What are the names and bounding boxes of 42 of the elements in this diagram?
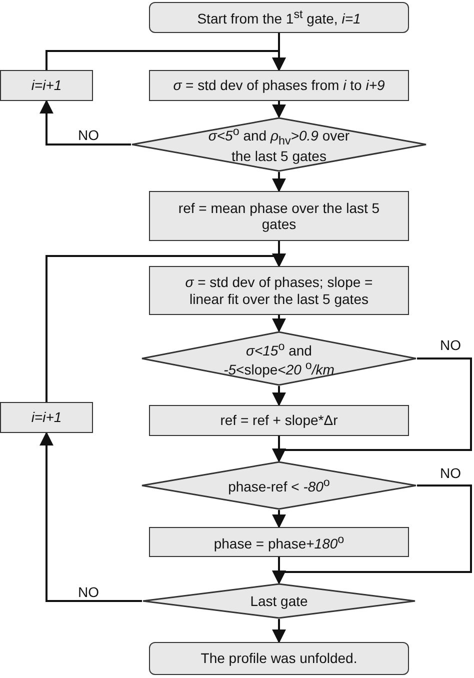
node-text: i=i+1: [30, 409, 63, 426]
node-text: σ = std dev of phases from i to i+9: [172, 77, 386, 94]
node-text: σ = std dev of phases; slope = linear fit over the last 5 gates: [184, 274, 374, 307]
edge-label: NO: [76, 128, 101, 144]
arrow: [40, 432, 142, 602]
node-text: phase-ref < -80$^{o}$: [228, 476, 330, 495]
process-box: [149, 405, 409, 436]
node-text: Last gate: [250, 592, 308, 610]
arrow: [272, 436, 286, 462]
node-text: ref = mean phase over the last 5 gates: [177, 200, 381, 232]
arrow: [46, 253, 286, 402]
node-text: phase = phase+180$^{o}$: [212, 532, 346, 552]
arrow: [272, 619, 286, 644]
arrow: [272, 315, 286, 332]
decision-diamond: [131, 117, 427, 172]
arrow: [272, 101, 286, 118]
decision-diamond: [141, 461, 417, 510]
process-box: [149, 266, 409, 315]
arrow: [272, 557, 286, 584]
node-text: ref = ref + slope*Δr: [219, 412, 339, 429]
node-text: σ<15$^{o}$ and -5<slope<20 $^{o}$/km: [222, 340, 336, 378]
process-box: [149, 527, 409, 557]
process-box: [149, 70, 409, 101]
node-text: The profile was unfolded.: [200, 650, 358, 667]
node-text: Start from the 1$^{st}$ gate, i=1: [196, 8, 362, 27]
arrow: [46, 50, 286, 72]
process-box: [0, 402, 93, 433]
arrow: [272, 386, 286, 406]
arrow: [272, 172, 286, 192]
node-text: i=i+1: [30, 77, 63, 94]
node-text: σ<5$^{o}$ and ρ$_{hv}$>0.9 over the last 5 gates: [207, 125, 351, 164]
arrow: [272, 510, 286, 528]
decision-diamond: [141, 331, 417, 386]
arrow: [40, 100, 131, 146]
edge-label: NO: [438, 338, 463, 354]
terminal-box: [149, 2, 409, 33]
decision-diamond: [142, 583, 416, 619]
process-box: [149, 191, 409, 241]
edge-label: NO: [438, 466, 463, 482]
terminal-box: [149, 642, 409, 675]
process-box: [0, 70, 93, 101]
edge-label: NO: [76, 585, 101, 600]
